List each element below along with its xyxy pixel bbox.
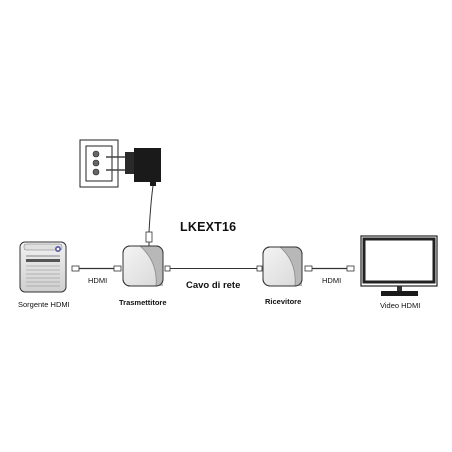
power-socket-icon xyxy=(79,139,119,188)
cable-label: Cavo di rete xyxy=(186,280,241,291)
network-cable xyxy=(164,265,263,272)
transmitter-icon xyxy=(122,245,164,287)
monitor-icon xyxy=(360,235,438,296)
power-adapter-icon xyxy=(106,148,161,246)
hdmi-right-label: HDMI xyxy=(322,276,342,285)
source-device-icon xyxy=(19,241,67,293)
source-label: Sorgente HDMI xyxy=(18,300,70,309)
display-label: Video HDMI xyxy=(380,301,421,310)
receiver-icon xyxy=(262,246,303,287)
diagram-title: LKEXT16 xyxy=(180,220,237,234)
receiver-label: Ricevitore xyxy=(265,297,302,306)
hdmi-cable-right xyxy=(304,265,355,272)
transmitter-label: Trasmettitore xyxy=(119,298,167,307)
hdmi-cable-left xyxy=(71,265,122,272)
hdmi-left-label: HDMI xyxy=(88,276,108,285)
